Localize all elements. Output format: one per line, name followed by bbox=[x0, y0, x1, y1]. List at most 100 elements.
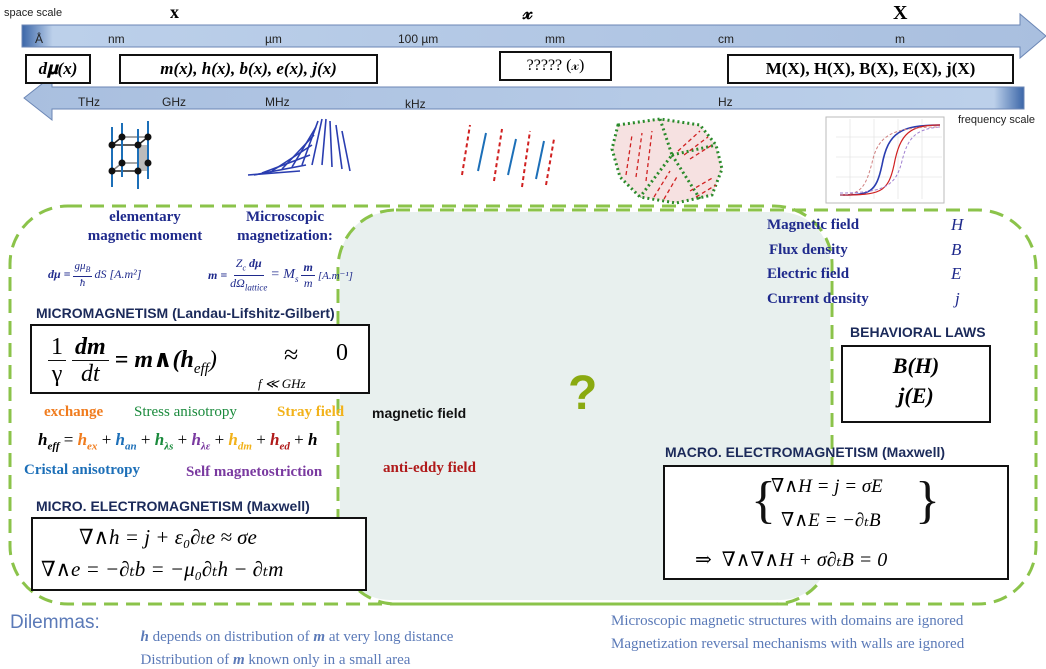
dmu-formula-lhs: dμ = bbox=[48, 267, 71, 282]
tick-GHz: GHz bbox=[162, 95, 186, 109]
dilemma-left-2-head: Distribution of bbox=[140, 652, 233, 668]
tick-cm: cm bbox=[718, 32, 734, 46]
m-formula-unit: [A.m⁻¹] bbox=[317, 270, 353, 283]
m-frac-den: dΩ bbox=[230, 276, 245, 291]
top-letter-x: x bbox=[170, 2, 179, 22]
heff-t4-sub: λε bbox=[200, 440, 211, 453]
dilemma-right-2: Magnetization reversal mechanisms with w… bbox=[611, 636, 965, 652]
heff-t4: h bbox=[191, 430, 201, 449]
illustrations bbox=[108, 116, 945, 205]
micro-maxwell-line1: ∇∧h = j + ε₀∂ₜe ≈ σe bbox=[79, 525, 257, 549]
microscopic-title: Microscopic magnetization: bbox=[205, 208, 365, 246]
behavioral-law-2: j(E) bbox=[898, 383, 934, 408]
domain-lines-illustration bbox=[461, 124, 555, 188]
heff-t1: h bbox=[77, 430, 88, 449]
behavioral-laws-box: B(H) j(E) bbox=[841, 345, 991, 423]
label-current-density: Current density bbox=[767, 291, 869, 307]
llg-one: 1 bbox=[48, 334, 66, 361]
top-letter-meso: 𝓍 bbox=[523, 2, 533, 24]
m-fraction-num: Zc dμ bbox=[233, 256, 264, 277]
heff-equation: heff = hex + han + hλs + hλε + hdm + hed… bbox=[38, 430, 317, 452]
m-ratio: m m bbox=[301, 260, 315, 291]
dilemma-left-1: h depends on distribution of m at very l… bbox=[133, 612, 454, 646]
symbol-E: E bbox=[951, 264, 962, 283]
heff-eq: = bbox=[59, 430, 78, 449]
term-stress-anisotropy: Stress anisotropy bbox=[134, 404, 237, 420]
m-formula-lhs: m = bbox=[208, 268, 228, 283]
macro-line-1: ∇∧H = j = σE bbox=[771, 476, 883, 497]
lattice-spins bbox=[111, 121, 149, 189]
micro-maxwell-box: ∇∧h = j + ε₀∂ₜe ≈ σe ∇∧e = −∂ₜb = −μ₀∂ₜh… bbox=[31, 517, 367, 591]
dmu-frac-num: gμ bbox=[74, 260, 86, 272]
heff-term-eddy: hed bbox=[270, 430, 290, 452]
m-frac-num-sub: c bbox=[242, 263, 247, 273]
heff-term-stress: hλs bbox=[155, 430, 174, 452]
tick-um: µm bbox=[265, 32, 282, 46]
space-scale-label: space scale bbox=[4, 7, 63, 19]
elementary-title-line1: elementary bbox=[109, 209, 181, 225]
m-formula-eq: = Ms bbox=[270, 267, 298, 284]
llg-close: ) bbox=[208, 346, 217, 373]
m-frac-num-tail: dμ bbox=[246, 256, 262, 270]
dmu-fraction-den: ħ bbox=[79, 277, 86, 290]
right-dashed-panel bbox=[336, 208, 1038, 606]
m-ratio-num: m bbox=[301, 260, 315, 277]
question-mark: ? bbox=[568, 367, 598, 420]
heff-lhs: heff bbox=[38, 430, 59, 452]
macro-brace-close: } bbox=[915, 472, 940, 529]
heff-t2-sub: an bbox=[125, 440, 137, 453]
tick-kHz: kHz bbox=[405, 97, 426, 111]
microscopic-title-line2: magnetization: bbox=[237, 228, 333, 244]
dmu-fraction-num: gμB bbox=[72, 260, 93, 278]
tick-angstrom: Å bbox=[35, 32, 44, 46]
llg-approx: ≈ bbox=[284, 340, 299, 369]
top-letter-X: X bbox=[893, 2, 908, 24]
llg-mid-text: = m∧(h bbox=[114, 346, 194, 373]
macro-brace: { bbox=[751, 472, 776, 529]
macro-em-title: MACRO. ELECTROMAGNETISM (Maxwell) bbox=[665, 444, 946, 460]
llg-zero: 0 bbox=[336, 340, 348, 366]
dilemmas-title: Dilemmas: bbox=[10, 612, 100, 633]
symbol-B: B bbox=[951, 240, 962, 259]
heff-t6-sub: ed bbox=[279, 440, 290, 453]
heff-plus-2: + bbox=[136, 430, 155, 449]
microscopic-title-line1: Microscopic bbox=[245, 209, 325, 225]
llg-mid: = m∧(heff) bbox=[115, 344, 217, 378]
dilemma-left-1-text: depends on distribution of bbox=[148, 629, 314, 645]
macro-line-3: ⇒ ∇∧∇∧H + σ∂ₜB = 0 bbox=[695, 549, 888, 571]
macro-fields-box: M(X), H(X), B(X), E(X), j(X) bbox=[727, 54, 1014, 84]
heff-term-stray: hdm bbox=[228, 430, 252, 452]
m-fraction: Zc dμ dΩlattice bbox=[230, 256, 267, 296]
llg-dt: dt bbox=[81, 361, 100, 387]
m-formula-eq-text: = M bbox=[270, 267, 295, 283]
term-magnetic-field: magnetic field bbox=[372, 405, 467, 421]
heff-plus-1: + bbox=[97, 430, 116, 449]
tick-nm: nm bbox=[108, 32, 125, 46]
lattice-atoms bbox=[108, 133, 152, 175]
behavioral-laws-title: BEHAVIORAL LAWS bbox=[850, 324, 986, 340]
heff-term-anisotropy: han bbox=[116, 430, 137, 452]
space-scale-arrow bbox=[21, 12, 1046, 122]
dilemma-left-1-sym: h bbox=[140, 629, 149, 645]
m-fraction-den: dΩlattice bbox=[230, 276, 267, 295]
heff-t5: h bbox=[228, 430, 238, 449]
term-anti-eddy-field: anti-eddy field bbox=[383, 460, 476, 476]
symbol-j: j bbox=[955, 289, 960, 308]
term-exchange: exchange bbox=[44, 404, 104, 420]
grains-illustration bbox=[610, 117, 724, 205]
llg-gamma: γ bbox=[51, 361, 63, 387]
m-ratio-den: m bbox=[303, 276, 313, 291]
heff-t3-sub: λs bbox=[164, 440, 174, 453]
elementary-title-line2: magnetic moment bbox=[87, 228, 203, 244]
label-electric-field: Electric field bbox=[767, 266, 850, 282]
dmu-fraction: gμB ħ bbox=[72, 260, 93, 290]
llg-condition: f ≪ GHz bbox=[258, 376, 306, 391]
heff-plus-4: + bbox=[210, 430, 229, 449]
micromagnetism-title: MICROMAGNETISM (Landau-Lifshitz-Gilbert) bbox=[36, 305, 335, 321]
tick-m: m bbox=[895, 32, 905, 46]
heff-lhs-sub: eff bbox=[47, 440, 60, 453]
label-flux-density: Flux density bbox=[769, 242, 848, 258]
micro-maxwell-line2: ∇∧e = −∂ₜb = −μ₀∂ₜh − ∂ₜm bbox=[41, 557, 284, 581]
llg-eff: eff bbox=[193, 360, 209, 377]
heff-plus-5: + bbox=[251, 430, 271, 449]
